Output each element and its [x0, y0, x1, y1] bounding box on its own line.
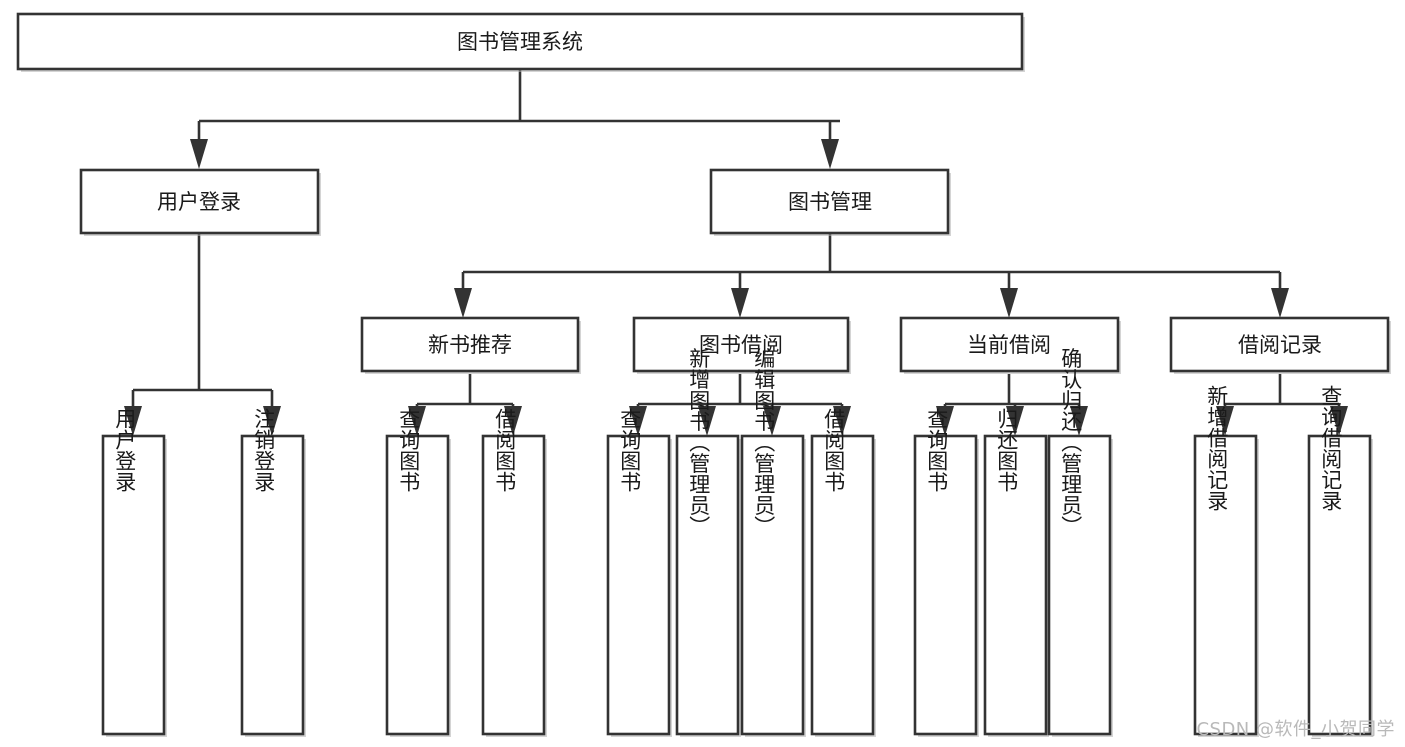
node-borrow-record-box[interactable] — [1169, 316, 1390, 373]
node-root-label: 图书管理系统 — [457, 30, 583, 54]
leaf-bookborrow-query-box[interactable] — [606, 434, 671, 736]
leaf-currentborrow-return-label: 归还图书 — [995, 408, 1019, 492]
node-book-borrow[interactable]: 图书借阅 — [632, 316, 851, 374]
leaf-bookborrow-edit-label: 编辑图书（管理员） — [752, 348, 776, 537]
leaf-bookborrow-borrow-label: 借阅图书 — [822, 408, 846, 492]
node-book-borrow-label: 图书借阅 — [699, 333, 783, 357]
node-user-login[interactable]: 用户登录 — [79, 168, 321, 236]
leaf-logout-box[interactable] — [240, 434, 305, 736]
leaf-newbook-query-label: 查询图书 — [397, 408, 421, 492]
arrowhead-current-borrow — [1000, 288, 1018, 318]
node-root[interactable]: 图书管理系统 — [16, 12, 1025, 72]
arrowhead-borrowrecord-leaf-1 — [1216, 406, 1234, 436]
arrowhead-book-borrow — [731, 288, 749, 318]
node-borrow-record-label: 借阅记录 — [1238, 333, 1322, 357]
leaf-currentborrow-confirm-box[interactable] — [1047, 434, 1112, 736]
arrowhead-currentborrow-leaf-2 — [1006, 406, 1024, 436]
node-user-login-label: 用户登录 — [157, 190, 241, 214]
node-current-borrow[interactable]: 当前借阅 — [899, 316, 1121, 374]
leaf-bookborrow-borrow-box[interactable] — [810, 434, 875, 736]
arrowhead-user-login — [190, 139, 208, 169]
leaf-bookborrow-query[interactable]: 查询图书 — [606, 408, 672, 737]
node-book-management-box[interactable] — [709, 168, 950, 235]
node-book-borrow-box[interactable] — [632, 316, 850, 373]
leaf-borrowrecord-add-label: 新增借阅记录 — [1205, 385, 1229, 511]
leaf-bookborrow-query-label: 查询图书 — [618, 408, 642, 492]
node-new-book-recommend-box[interactable] — [360, 316, 580, 373]
leaf-bookborrow-add-box[interactable] — [675, 434, 740, 736]
leaf-borrowrecord-add-box[interactable] — [1193, 434, 1258, 736]
node-book-management[interactable]: 图书管理 — [709, 168, 951, 236]
leaf-currentborrow-query-label: 查询图书 — [925, 408, 949, 492]
leaf-bookborrow-edit[interactable]: 编辑图书（管理员） — [740, 348, 806, 738]
node-new-book-recommend-label: 新书推荐 — [428, 333, 512, 357]
arrowhead-bookborrow-leaf-3 — [763, 406, 781, 436]
connector-layer — [124, 69, 1348, 436]
leaf-bookborrow-add-label: 新增图书（管理员） — [687, 348, 711, 537]
arrowhead-book-mgmt — [821, 139, 839, 169]
node-book-management-label: 图书管理 — [788, 190, 872, 214]
leaf-logout[interactable]: 注销登录 — [240, 408, 306, 737]
leaf-logout-label: 注销登录 — [252, 408, 276, 492]
leaf-borrowrecord-query[interactable]: 查询借阅记录 — [1307, 385, 1373, 737]
node-new-book-recommend[interactable]: 新书推荐 — [360, 316, 581, 374]
csdn-watermark: CSDN @软件_小贺同学 — [1196, 719, 1395, 740]
leaf-currentborrow-query[interactable]: 查询图书 — [913, 408, 979, 737]
leaf-bookborrow-add[interactable]: 新增图书（管理员） — [675, 348, 741, 738]
arrowhead-newbook-leaf-2 — [504, 406, 522, 436]
node-current-borrow-label: 当前借阅 — [967, 333, 1051, 357]
arrowhead-bookborrow-leaf-4 — [833, 406, 851, 436]
node-user-login-box[interactable] — [79, 168, 320, 235]
leaf-currentborrow-query-box[interactable] — [913, 434, 978, 736]
leaf-newbook-borrow-label: 借阅图书 — [493, 408, 517, 492]
leaf-user-login-box[interactable] — [101, 434, 166, 736]
arrowhead-borrow-record — [1271, 288, 1289, 318]
arrowhead-currentborrow-leaf-1 — [936, 406, 954, 436]
leaf-user-login[interactable]: 用户登录 — [101, 408, 167, 737]
leaf-currentborrow-confirm[interactable]: 确认归还（管理员） — [1047, 348, 1113, 738]
leaf-bookborrow-borrow[interactable]: 借阅图书 — [810, 408, 876, 737]
leaf-newbook-query-box[interactable] — [385, 434, 450, 736]
leaf-borrowrecord-add[interactable]: 新增借阅记录 — [1193, 385, 1259, 737]
leaf-newbook-borrow[interactable]: 借阅图书 — [481, 408, 547, 737]
arrowhead-newbook-leaf-1 — [408, 406, 426, 436]
leaf-currentborrow-confirm-label: 确认归还（管理员） — [1059, 348, 1083, 537]
leaf-borrowrecord-query-box[interactable] — [1307, 434, 1372, 736]
leaf-newbook-borrow-box[interactable] — [481, 434, 546, 736]
node-borrow-record[interactable]: 借阅记录 — [1169, 316, 1391, 374]
arrowhead-currentborrow-leaf-3 — [1070, 406, 1088, 436]
leaf-borrowrecord-query-label: 查询借阅记录 — [1319, 385, 1343, 511]
leaf-currentborrow-return-box[interactable] — [983, 434, 1048, 736]
arrowhead-bookborrow-leaf-2 — [698, 406, 716, 436]
arrowhead-borrowrecord-leaf-2 — [1330, 406, 1348, 436]
arrowhead-new-book — [454, 288, 472, 318]
arrowhead-leaf-user-login — [124, 406, 142, 436]
leaf-user-login-label: 用户登录 — [113, 408, 137, 492]
arrowhead-bookborrow-leaf-1 — [629, 406, 647, 436]
arrowhead-leaf-logout — [263, 406, 281, 436]
leaf-bookborrow-edit-box[interactable] — [740, 434, 805, 736]
node-root-box[interactable] — [16, 12, 1024, 71]
node-current-borrow-box[interactable] — [899, 316, 1120, 373]
leaf-newbook-query[interactable]: 查询图书 — [385, 408, 451, 737]
leaf-currentborrow-return[interactable]: 归还图书 — [983, 408, 1049, 737]
